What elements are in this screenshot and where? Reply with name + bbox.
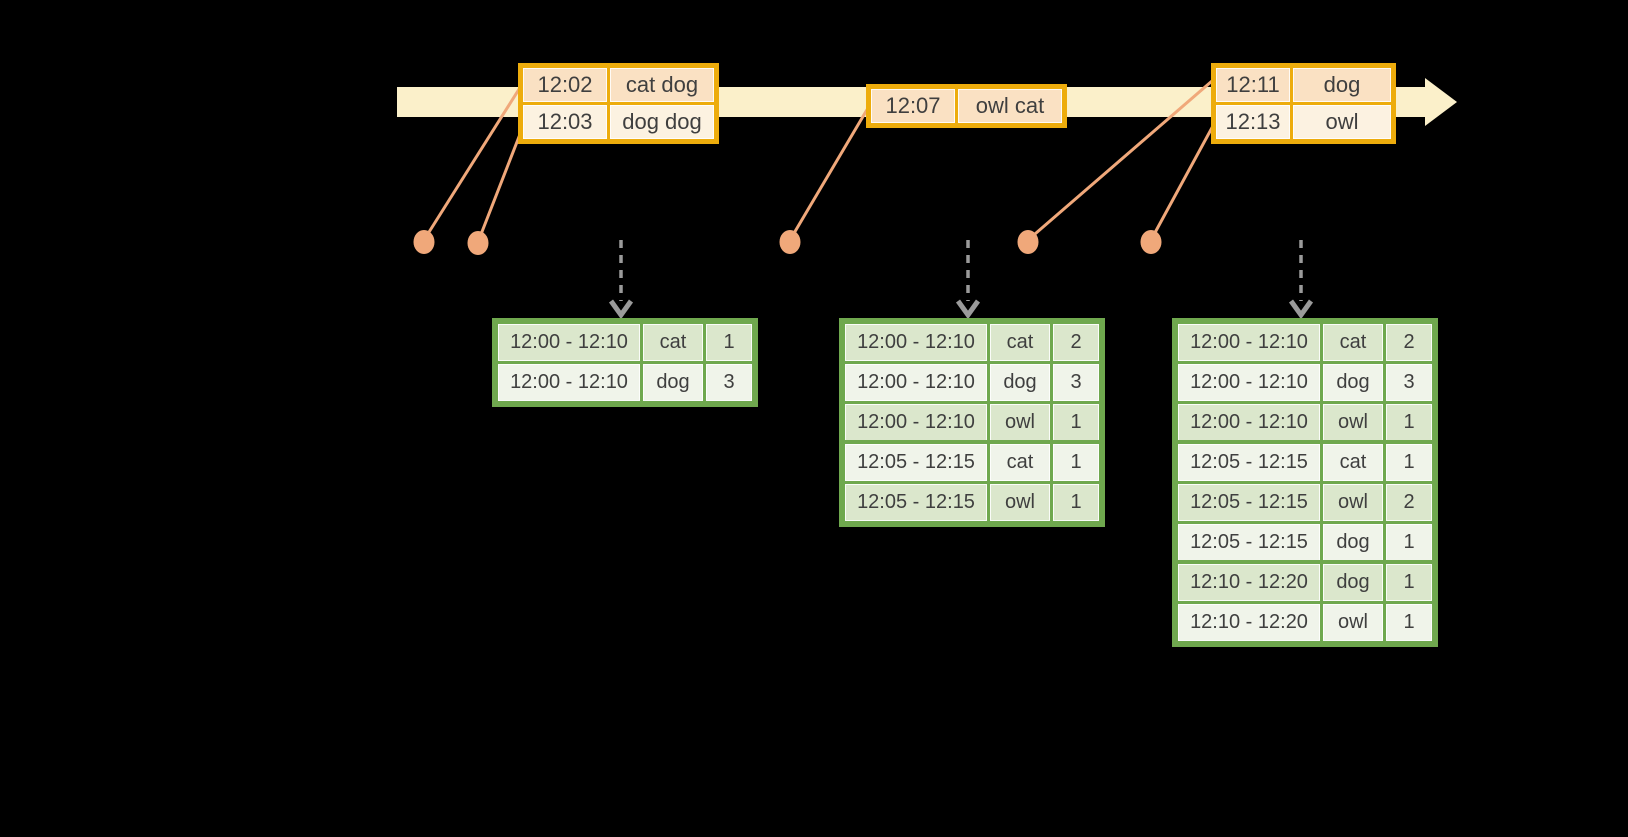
table-cell: 3 <box>1053 364 1099 401</box>
table-cell: dog <box>990 364 1050 401</box>
table-cell: 12:05 - 12:15 <box>845 444 987 481</box>
table-cell: 12:10 - 12:20 <box>1178 604 1320 641</box>
table-cell: owl <box>1323 484 1383 521</box>
connector-line <box>422 85 523 241</box>
table-cell: dog dog <box>610 105 714 139</box>
table-cell: dog <box>1323 564 1383 601</box>
table-cell: 12:03 <box>523 105 607 139</box>
table-cell: cat <box>1323 324 1383 361</box>
table-cell: 1 <box>1386 564 1432 601</box>
table-cell: 12:00 - 12:10 <box>845 404 987 441</box>
table-cell: 3 <box>1386 364 1432 401</box>
table-cell: 1 <box>1053 404 1099 441</box>
connector-line <box>1027 79 1213 242</box>
event-dot-icon <box>467 231 489 255</box>
event-dot-icon <box>779 230 801 254</box>
table-cell: cat dog <box>610 68 714 102</box>
table-cell: 12:07 <box>871 89 955 123</box>
connector-line <box>476 123 526 243</box>
table-cell: 1 <box>1386 524 1432 561</box>
event-dot-icon <box>413 230 435 254</box>
table-cell: owl <box>990 484 1050 521</box>
table-cell: 12:00 - 12:10 <box>498 364 640 401</box>
table-cell: 1 <box>1053 484 1099 521</box>
table-cell: 12:00 - 12:10 <box>1178 364 1320 401</box>
timeline-arrowhead-icon <box>1425 78 1457 126</box>
table-cell: 12:00 - 12:10 <box>1178 324 1320 361</box>
table-cell: 12:02 <box>523 68 607 102</box>
table-cell: owl <box>1293 105 1391 139</box>
table-cell: 3 <box>706 364 752 401</box>
table-cell: 12:05 - 12:15 <box>1178 524 1320 561</box>
event-dot-icon <box>1017 230 1039 254</box>
table-cell: 1 <box>1386 604 1432 641</box>
down-arrow-icon <box>608 299 634 320</box>
table-cell: 12:00 - 12:10 <box>498 324 640 361</box>
connector-line <box>788 107 870 241</box>
table-cell: dog <box>643 364 703 401</box>
connector-line <box>1149 123 1216 241</box>
table-cell: 12:00 - 12:10 <box>1178 404 1320 441</box>
table-cell: 2 <box>1386 484 1432 521</box>
table-cell: 12:10 - 12:20 <box>1178 564 1320 601</box>
table-cell: 1 <box>1386 444 1432 481</box>
table-cell: 12:13 <box>1216 105 1290 139</box>
down-arrow-icon <box>955 299 981 320</box>
table-cell: 2 <box>1386 324 1432 361</box>
table-cell: owl <box>1323 604 1383 641</box>
table-cell: 12:05 - 12:15 <box>845 484 987 521</box>
table-cell: 1 <box>1053 444 1099 481</box>
table-cell: 12:05 - 12:15 <box>1178 444 1320 481</box>
table-cell: 1 <box>1386 404 1432 441</box>
table-cell: 12:05 - 12:15 <box>1178 484 1320 521</box>
table-cell: cat <box>1323 444 1383 481</box>
down-arrow-icon <box>1288 299 1314 320</box>
event-dot-icon <box>1140 230 1162 254</box>
table-cell: dog <box>1293 68 1391 102</box>
table-cell: owl <box>1323 404 1383 441</box>
table-cell: 12:00 - 12:10 <box>845 364 987 401</box>
table-cell: 12:00 - 12:10 <box>845 324 987 361</box>
table-cell: cat <box>990 324 1050 361</box>
table-cell: 12:11 <box>1216 68 1290 102</box>
table-cell: cat <box>990 444 1050 481</box>
table-cell: owl <box>990 404 1050 441</box>
table-cell: 2 <box>1053 324 1099 361</box>
table-cell: dog <box>1323 364 1383 401</box>
table-cell: 1 <box>706 324 752 361</box>
table-cell: dog <box>1323 524 1383 561</box>
table-cell: cat <box>643 324 703 361</box>
table-cell: owl cat <box>958 89 1062 123</box>
